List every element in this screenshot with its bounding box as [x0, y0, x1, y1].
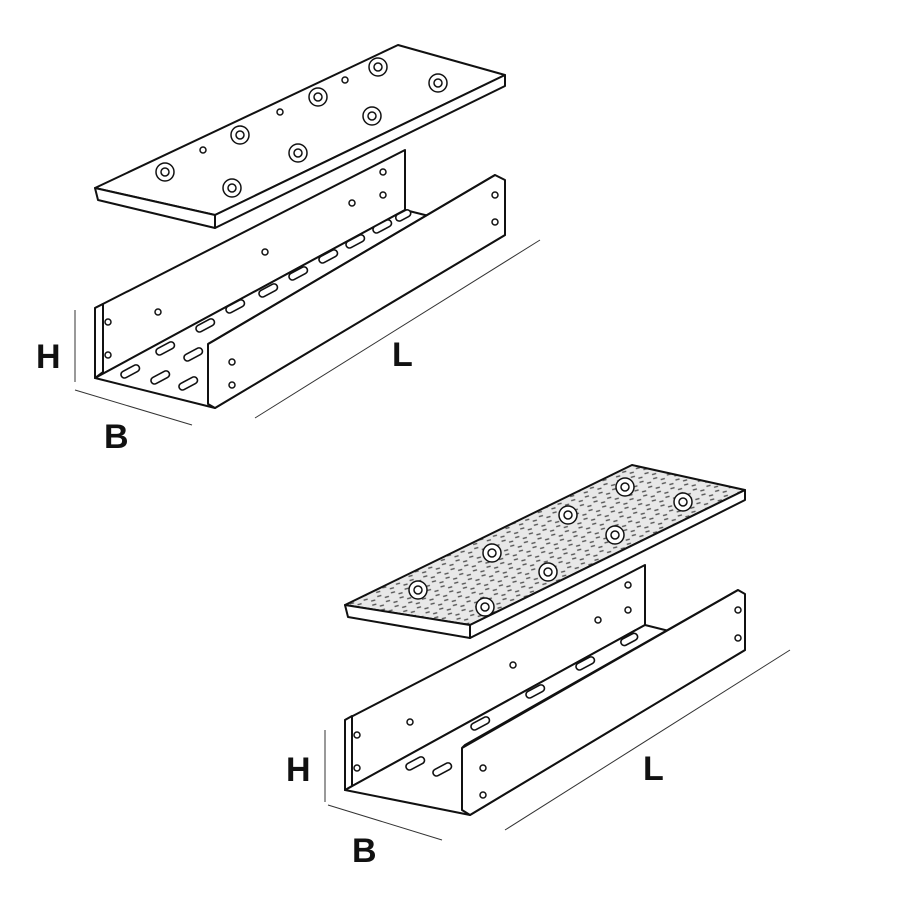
top-cover: [94, 44, 506, 229]
bottom-tray-assembly: H B L: [286, 464, 791, 870]
width-label: B: [104, 418, 129, 456]
height-label: H: [36, 338, 61, 376]
length-label: L: [643, 750, 664, 788]
length-label: L: [392, 336, 413, 374]
width-label: B: [352, 832, 377, 870]
top-tray-assembly: H B L: [36, 44, 541, 456]
top-tray-body: [94, 149, 506, 409]
bottom-dimensions: H B L: [286, 649, 791, 870]
height-label: H: [286, 751, 311, 789]
bottom-cover-checker-plate: [344, 464, 746, 639]
top-dimensions: H B L: [36, 239, 541, 456]
bottom-tray-body: [344, 564, 746, 816]
